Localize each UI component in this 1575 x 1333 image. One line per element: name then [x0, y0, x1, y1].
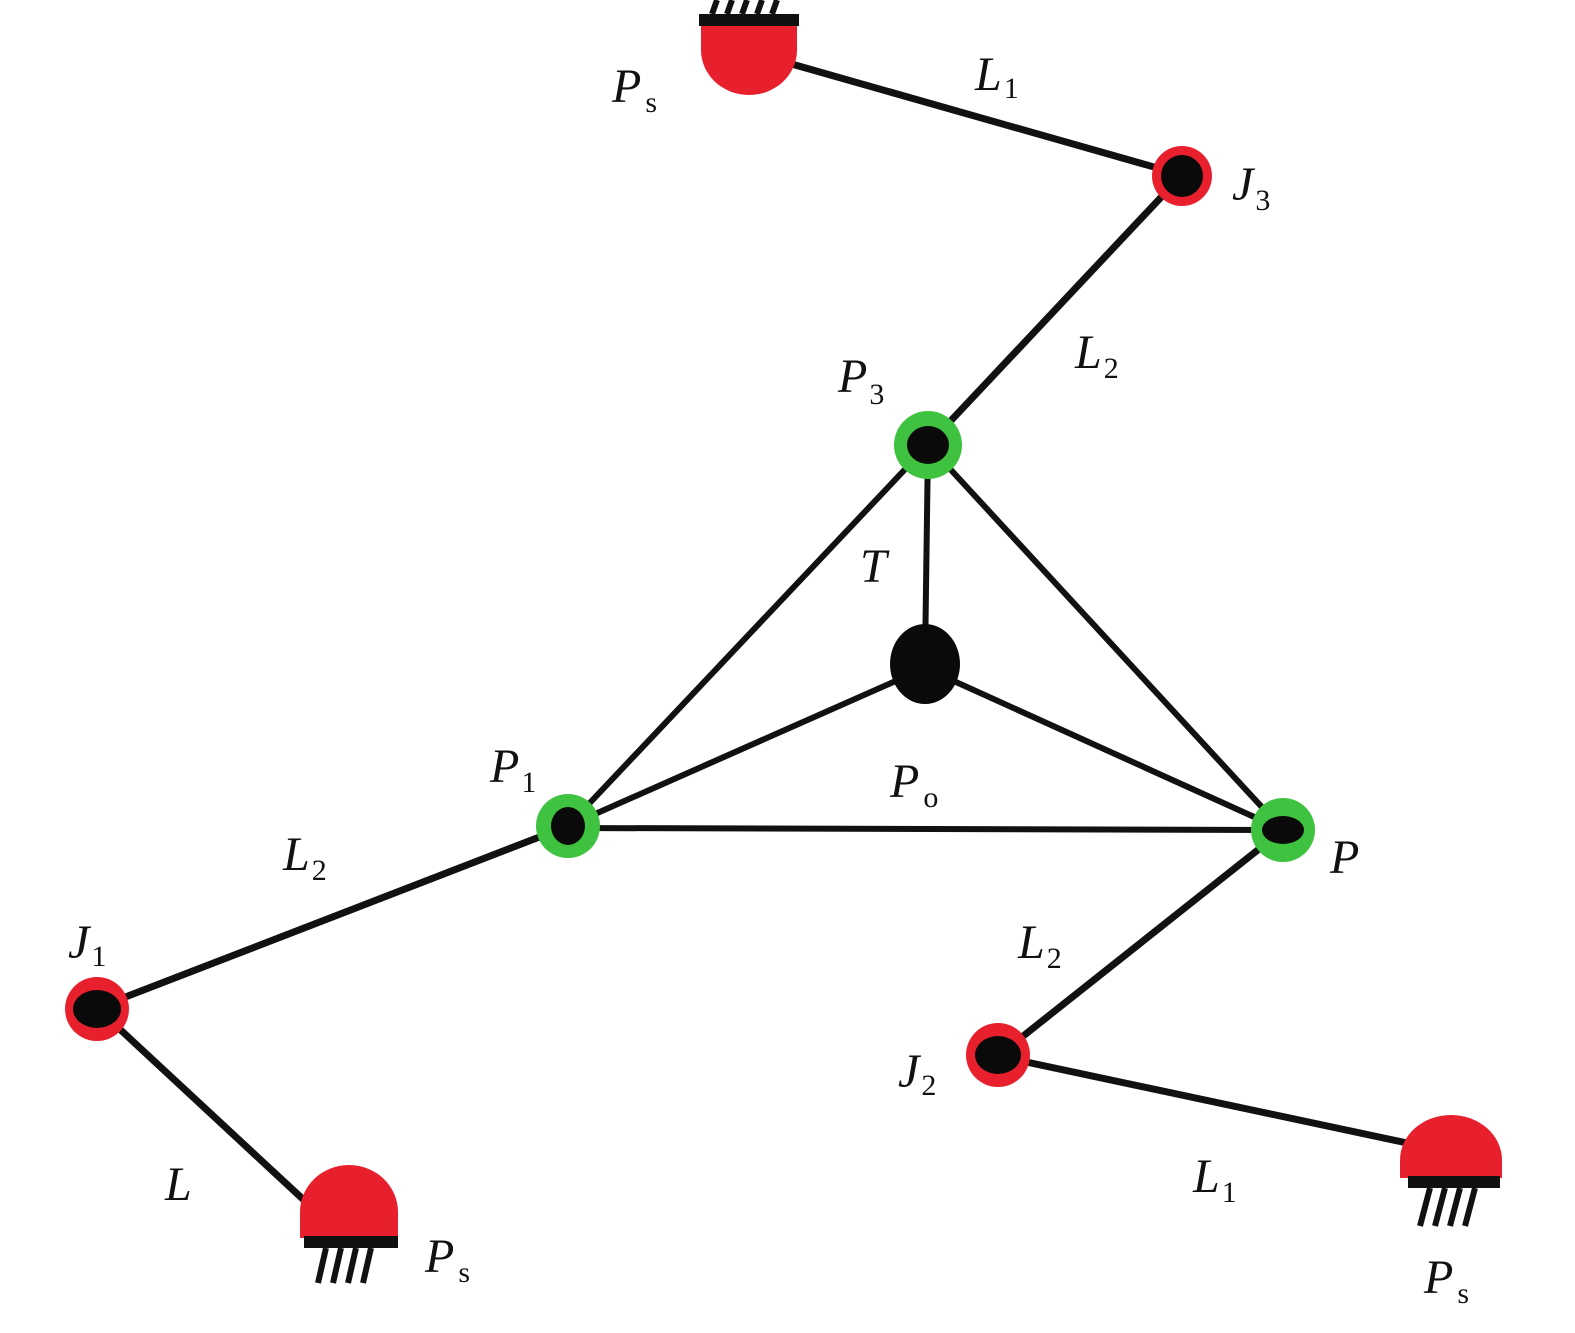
base-left	[300, 1165, 398, 1284]
link-l2-right-top	[924, 171, 1186, 449]
platform-edge-p3-p	[925, 442, 1286, 833]
joint-p	[1251, 798, 1315, 862]
base-left-hatch	[315, 1247, 374, 1284]
base-right	[1400, 1115, 1502, 1227]
label-j2: J2	[898, 1045, 936, 1102]
label-j1: J1	[68, 916, 106, 973]
label-l1-lower: L1	[1192, 1150, 1237, 1209]
label-p1: P1	[489, 740, 536, 799]
joint-j2	[966, 1023, 1030, 1087]
link-l2-lower	[994, 826, 1287, 1060]
platform-spoke-p1	[565, 665, 928, 829]
joint-j3	[1152, 146, 1212, 206]
platform-edge-p1-p	[565, 825, 1286, 833]
link-l1-top	[756, 51, 1186, 179]
base-right-hatch	[1417, 1187, 1478, 1227]
base-right-dome	[1400, 1115, 1502, 1178]
base-top-plate	[699, 14, 799, 26]
platform-edge-p3-p1	[565, 442, 931, 829]
joint-p3	[894, 411, 962, 479]
base-left-plate	[304, 1236, 398, 1248]
platform-spoke-p	[922, 665, 1286, 833]
joint-p1	[536, 794, 600, 858]
links	[93, 51, 1444, 1219]
label-l2-left: L2	[282, 828, 327, 887]
moving-platform	[565, 442, 1286, 833]
base-top-dome	[701, 22, 797, 95]
joint-j1	[65, 977, 129, 1041]
label-l1-top: L1	[974, 48, 1019, 105]
link-l1-lower	[994, 1052, 1444, 1154]
platform-center-po	[890, 624, 960, 704]
label-l2-right: L2	[1074, 326, 1119, 385]
label-l2-lower: L2	[1017, 916, 1062, 975]
label-t: T	[860, 540, 890, 593]
label-l-left: L	[164, 1158, 192, 1211]
base-right-plate	[1408, 1176, 1500, 1188]
label-p: P	[1329, 831, 1359, 884]
label-p3: P3	[837, 350, 884, 411]
base-top-hatch	[709, 0, 780, 16]
link-l2-left	[93, 822, 572, 1012]
base-top	[699, 0, 799, 95]
label-j3: J3	[1232, 158, 1270, 217]
base-left-dome	[300, 1165, 398, 1238]
link-l-left	[93, 1004, 324, 1219]
